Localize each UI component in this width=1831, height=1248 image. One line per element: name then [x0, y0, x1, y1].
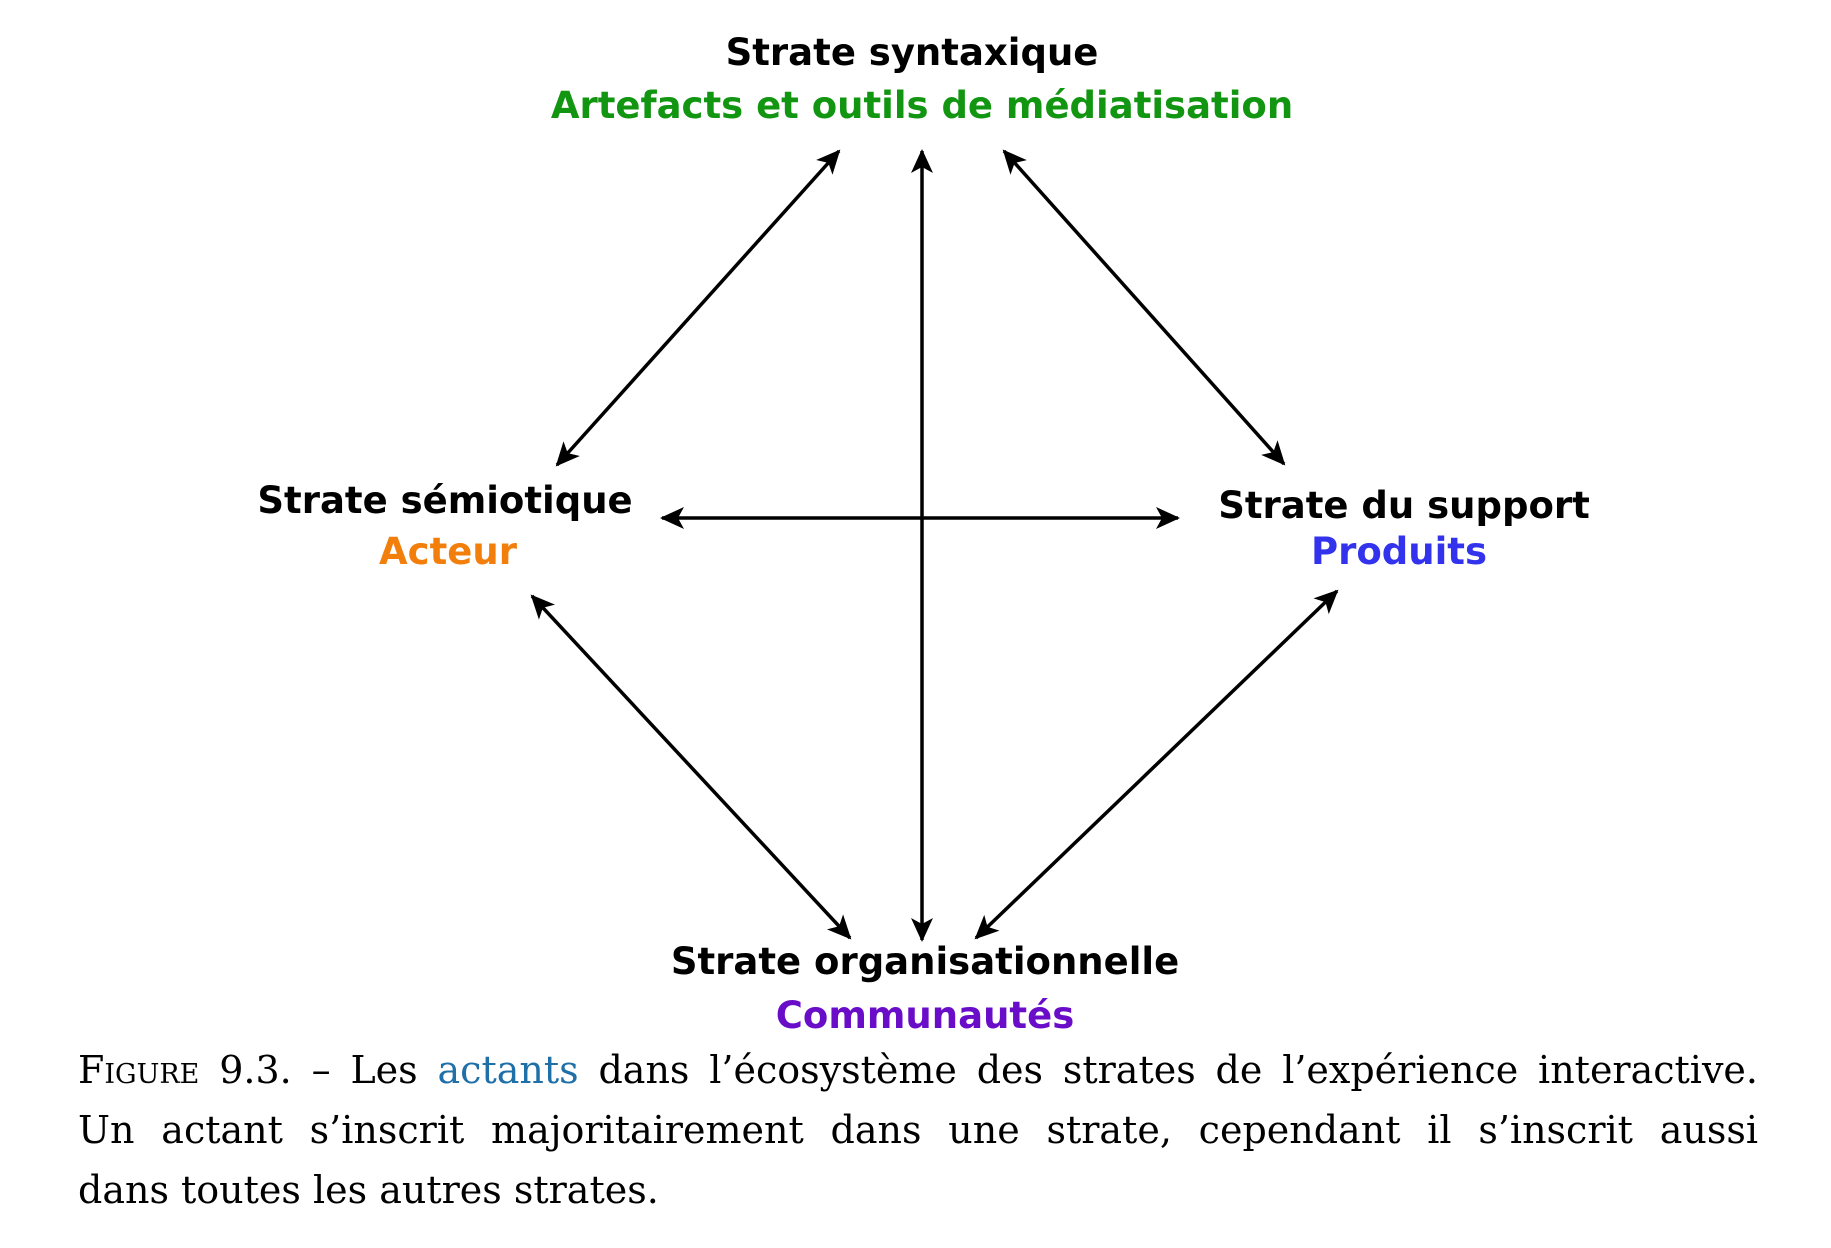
node-title: Strate sémiotique [257, 479, 632, 522]
node-title: Strate organisationnelle [671, 940, 1179, 983]
figure-label: Figure 9.3. [78, 1048, 292, 1092]
caption-text-after-link: dans l’écosystème des strates de l’expér… [598, 1048, 1758, 1092]
node-strate-syntaxique: Strate syntaxique Artefacts et outils de… [551, 31, 1293, 127]
edge-syntaxique-support [1002, 149, 1286, 466]
caption-dash: – [311, 1048, 331, 1092]
caption-line-1: Figure 9.3. – Les actants dans l’écosyst… [78, 1040, 1758, 1100]
edge-support-organisationnelle [974, 589, 1339, 940]
caption-line-2: Un actant s’inscrit majoritairement dans… [78, 1108, 1758, 1152]
actants-link[interactable]: actants [437, 1048, 579, 1092]
node-title: Strate syntaxique [726, 31, 1099, 74]
edge-semiotique-organisationnelle [530, 594, 852, 940]
edge-semiotique-syntaxique [555, 149, 841, 467]
figure-caption: Figure 9.3. – Les actants dans l’écosyst… [78, 1040, 1758, 1220]
node-strate-semiotique: Strate sémiotique Acteur [257, 479, 632, 573]
node-subtitle: Acteur [379, 530, 518, 573]
node-strate-du-support: Strate du support Produits [1218, 484, 1590, 573]
node-strate-organisationnelle: Strate organisationnelle Communautés [671, 940, 1179, 1037]
edges [530, 149, 1339, 942]
node-subtitle: Produits [1311, 530, 1487, 573]
caption-text-before-link: Les [350, 1048, 418, 1092]
node-title: Strate du support [1218, 484, 1590, 527]
caption-line-3: dans toutes les autres strates. [78, 1168, 659, 1212]
node-subtitle: Communautés [776, 994, 1074, 1037]
node-subtitle: Artefacts et outils de médiatisation [551, 84, 1293, 127]
